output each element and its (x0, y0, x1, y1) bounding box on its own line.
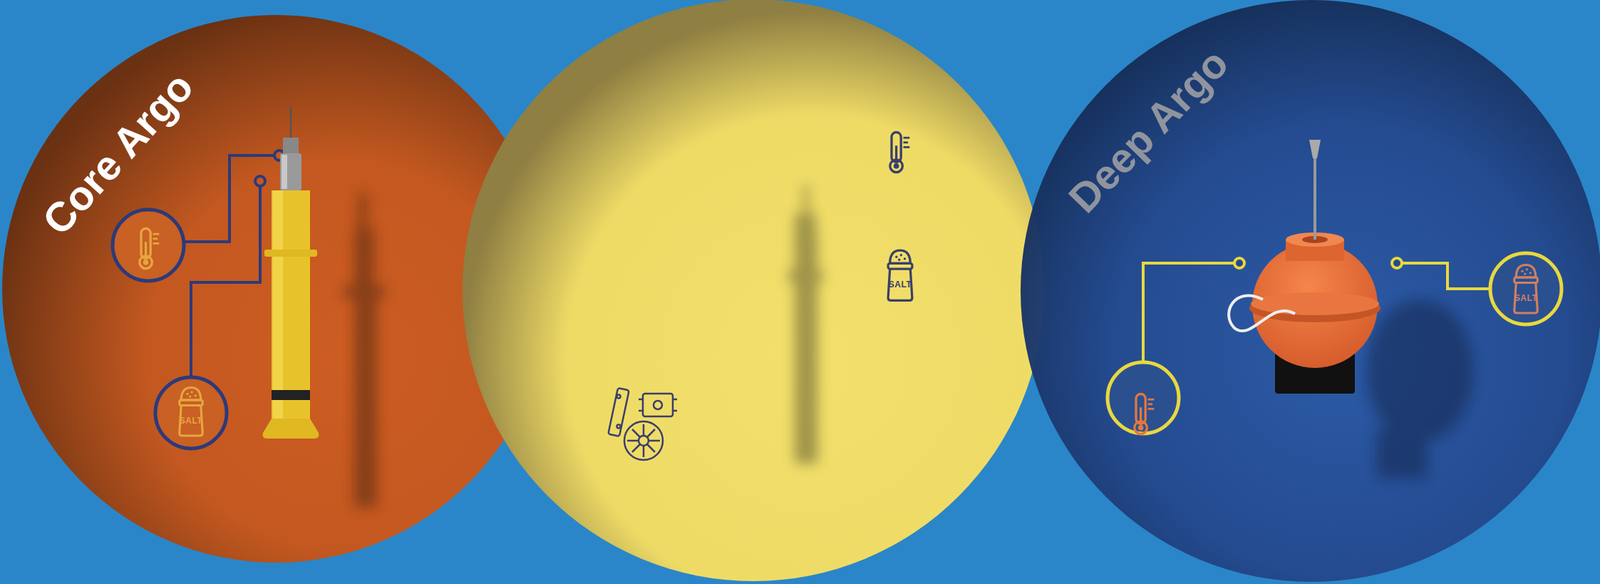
float-illustration (1020, 0, 1600, 582)
shaker-label: SALT (1514, 292, 1538, 303)
shaker-label: SALT (179, 415, 203, 426)
shaker-label: SALT (888, 279, 912, 290)
deep-argo-circle: Deep Argo (1020, 0, 1600, 582)
